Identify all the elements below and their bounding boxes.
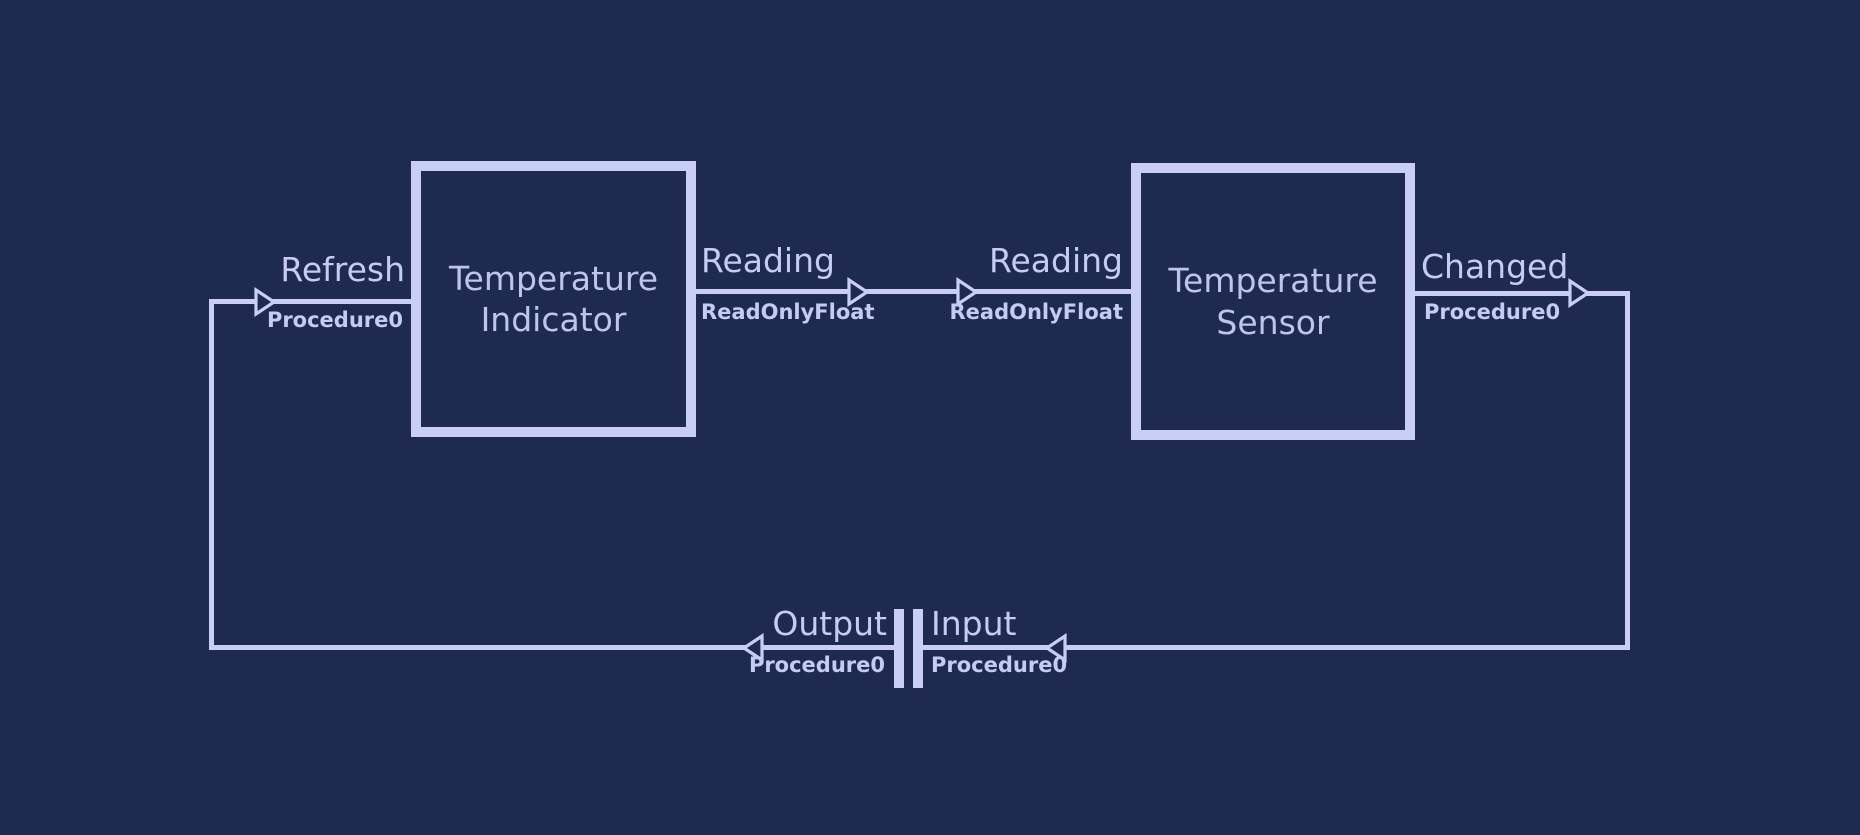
wire-feedback-left-vertical[interactable] [209, 299, 214, 650]
block-title-line2: Sensor [1216, 302, 1330, 342]
arrow-left-icon [1045, 633, 1067, 663]
block-title-line1: Temperature [448, 258, 659, 298]
port-type-changed: Procedure0 [1424, 300, 1561, 324]
junction-bar-input[interactable] [913, 609, 923, 688]
port-label-input: Input [931, 604, 1017, 643]
arrow-right-icon [254, 287, 276, 317]
block-title: Temperature Indicator [449, 258, 658, 341]
port-label-reading-out: Reading [701, 241, 835, 280]
port-label-reading-in: Reading [989, 241, 1123, 280]
wire-bottom-output[interactable] [209, 645, 894, 650]
arrow-right-icon [956, 277, 978, 307]
junction-bar-output[interactable] [894, 609, 904, 688]
wire-changed[interactable] [1415, 291, 1630, 296]
arrow-left-icon [742, 633, 764, 663]
port-type-reading-in: ReadOnlyFloat [949, 300, 1124, 324]
block-temperature-sensor[interactable]: Temperature Sensor [1131, 163, 1415, 440]
block-title-line2: Indicator [480, 300, 627, 339]
port-label-output: Output [772, 604, 887, 643]
wire-feedback-right-vertical[interactable] [1625, 291, 1630, 650]
port-type-refresh: Procedure0 [266, 308, 403, 332]
port-type-reading-out: ReadOnlyFloat [701, 300, 875, 324]
wire-refresh[interactable] [209, 299, 411, 304]
port-type-input: Procedure0 [931, 653, 1068, 677]
wire-bottom-input[interactable] [923, 645, 1630, 650]
wire-reading[interactable] [696, 289, 1131, 294]
port-type-output: Procedure0 [748, 653, 885, 677]
block-title-line1: Temperature [1168, 261, 1378, 301]
block-temperature-indicator[interactable]: Temperature Indicator [411, 161, 696, 437]
port-label-changed: Changed [1421, 247, 1569, 286]
arrow-right-icon [1568, 278, 1590, 308]
block-title: Temperature Sensor [1168, 260, 1377, 343]
port-label-refresh: Refresh [280, 250, 405, 289]
arrow-right-icon [847, 277, 869, 307]
